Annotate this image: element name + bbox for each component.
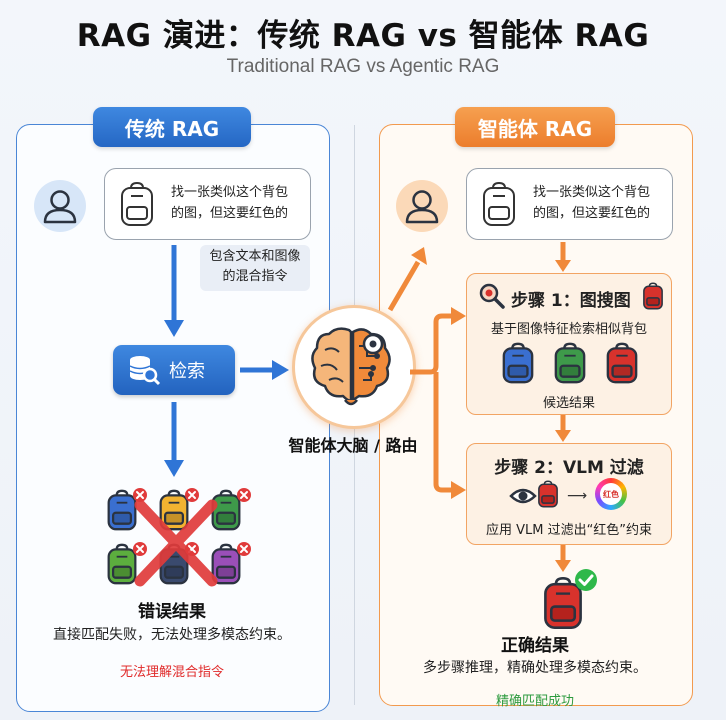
query-bubble-left: 找一张类似这个背包 的图，但这要红色的 bbox=[104, 168, 311, 240]
x-badge-icon bbox=[133, 488, 147, 502]
check-icon bbox=[574, 568, 598, 596]
query-text-line1-right: 找一张类似这个背包 bbox=[533, 185, 651, 200]
query-text-line2: 的图，但这要红色的 bbox=[171, 206, 289, 221]
candidates-label: 候选结果 bbox=[542, 396, 595, 411]
color-wheel-icon: 红色 bbox=[595, 478, 627, 510]
page-title: RAG 演进：传统 RAG vs 智能体 RAG bbox=[76, 18, 650, 54]
backpack-icon bbox=[481, 181, 517, 231]
query-bubble-right: 找一张类似这个背包 的图，但这要红色的 bbox=[466, 168, 673, 240]
brain-icon bbox=[307, 322, 397, 412]
x-badge-icon bbox=[237, 542, 251, 556]
x-badge-icon bbox=[133, 542, 147, 556]
step2-description: 应用 VLM 过滤出“红色”约束 bbox=[485, 523, 653, 538]
brain-label: 智能体大脑 / 路由 bbox=[288, 436, 418, 455]
wrong-backpack-icon bbox=[107, 543, 137, 585]
candidate-backpack-icon bbox=[554, 342, 586, 384]
small-red-backpack-icon bbox=[537, 480, 559, 512]
candidate-backpack-icon bbox=[606, 342, 638, 384]
wrong-backpack-icon bbox=[107, 489, 137, 531]
correct-result-description: 多步骤推理，精确处理多模态约束。 bbox=[423, 660, 647, 676]
wrong-results-svg bbox=[107, 488, 251, 587]
database-search-icon bbox=[127, 353, 161, 387]
correct-red-backpack-icon bbox=[540, 576, 586, 634]
candidate-backpack-icon bbox=[502, 342, 534, 384]
step1-description: 基于图像特征检索相似背包 bbox=[490, 322, 647, 337]
wrong-backpack-icon bbox=[211, 543, 241, 585]
correct-result-title: 正确结果 bbox=[501, 636, 569, 656]
image-search-icon bbox=[479, 283, 505, 313]
query-text-line1: 找一张类似这个背包 bbox=[171, 185, 289, 200]
step1-title: 步骤 1：图搜图 bbox=[511, 291, 631, 311]
query-text-line2-right: 的图，但这要红色的 bbox=[533, 206, 651, 221]
user-avatar-icon-right bbox=[396, 180, 448, 232]
red-backpack-icon bbox=[642, 282, 664, 314]
candidate-backpacks-svg bbox=[502, 342, 638, 384]
wrong-results-grid bbox=[98, 483, 258, 593]
x-badge-icon bbox=[237, 488, 251, 502]
agentic-rag-header: 智能体 RAG bbox=[455, 107, 615, 147]
page-subtitle: Traditional RAG vs Agentic RAG bbox=[226, 56, 500, 77]
wrong-result-description: 直接匹配失败，无法处理多模态约束。 bbox=[53, 627, 291, 643]
agentic-footer: 精确匹配成功 bbox=[495, 694, 574, 709]
step2-box: 步骤 2：VLM 过滤 ⟶ 红色 应用 VLM 过滤出“红色”约束 bbox=[466, 443, 672, 545]
step2-title: 步骤 2：VLM 过滤 bbox=[494, 458, 644, 478]
arrow-right-icon: ⟶ bbox=[567, 488, 588, 504]
step1-box: 步骤 1：图搜图 基于图像特征检索相似背包 候选结果 bbox=[466, 273, 672, 415]
backpack-icon bbox=[119, 181, 155, 231]
traditional-rag-header: 传统 RAG bbox=[93, 107, 251, 147]
color-label: 红色 bbox=[600, 483, 622, 505]
agent-brain-node bbox=[292, 305, 416, 429]
wrong-backpack-icon bbox=[159, 489, 189, 531]
mixed-instruction-note: 包含文本和图像 的混合指令 bbox=[200, 245, 310, 291]
retrieve-block: 检索 bbox=[113, 345, 235, 395]
big-x-icon bbox=[134, 499, 218, 587]
candidate-backpacks bbox=[497, 340, 647, 386]
note-line1: 包含文本和图像 bbox=[209, 249, 301, 264]
retrieve-label: 检索 bbox=[169, 361, 205, 382]
x-badge-icon bbox=[185, 488, 199, 502]
user-avatar-icon bbox=[34, 180, 86, 232]
wrong-result-title: 错误结果 bbox=[138, 602, 206, 622]
traditional-footer: 无法理解混合指令 bbox=[119, 665, 224, 680]
note-line2: 的混合指令 bbox=[222, 269, 288, 284]
eye-icon bbox=[509, 486, 537, 510]
